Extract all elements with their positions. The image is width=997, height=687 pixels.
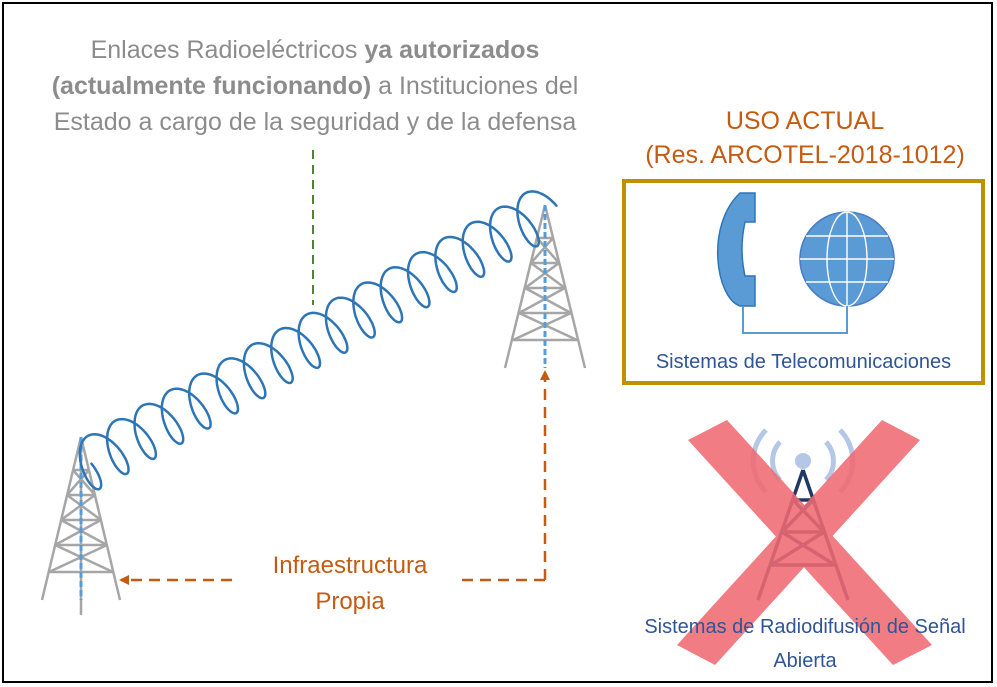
uso-actual-resolution: (Res. ARCOTEL-2018-1012) [645,141,965,169]
infraestructura-label: Infraestructura Propia [230,548,470,620]
radiodifusion-label: Sistemas de Radiodifusión de Señal Abier… [620,610,990,678]
left-tower-icon [40,436,122,615]
title-line1-plain: Enlaces Radioeléctricos [90,36,365,64]
title-line2-bold: (actualmente funcionando) [51,72,372,100]
title-line2-plain: a Instituciones del [371,72,579,100]
radiodifusion-line2: Abierta [773,650,837,672]
title-line1-bold: ya autorizados [364,36,540,64]
infraestructura-line1: Infraestructura [272,552,428,579]
telecom-connector-line [742,306,848,334]
uso-actual-title: USO ACTUAL [725,107,885,135]
radio-wave-link [78,190,558,491]
right-tower-icon [503,204,587,369]
uso-actual-heading: USO ACTUAL (Res. ARCOTEL-2018-1012) [620,104,990,172]
infraestructura-line2: Propia [315,588,385,615]
telephone-icon [716,192,756,307]
globe-icon [799,211,895,307]
telecom-systems-label: Sistemas de Telecomunicaciones [655,351,952,373]
telecom-systems-box: Sistemas de Telecomunicaciones [622,179,985,385]
title-line3: Estado a cargo de la seguridad y de la d… [53,108,577,136]
page-title: Enlaces Radioeléctricos ya autorizados (… [20,32,610,140]
radiodifusion-line1: Sistemas de Radiodifusión de Señal [644,616,966,638]
prohibited-cross-icon [677,420,932,665]
